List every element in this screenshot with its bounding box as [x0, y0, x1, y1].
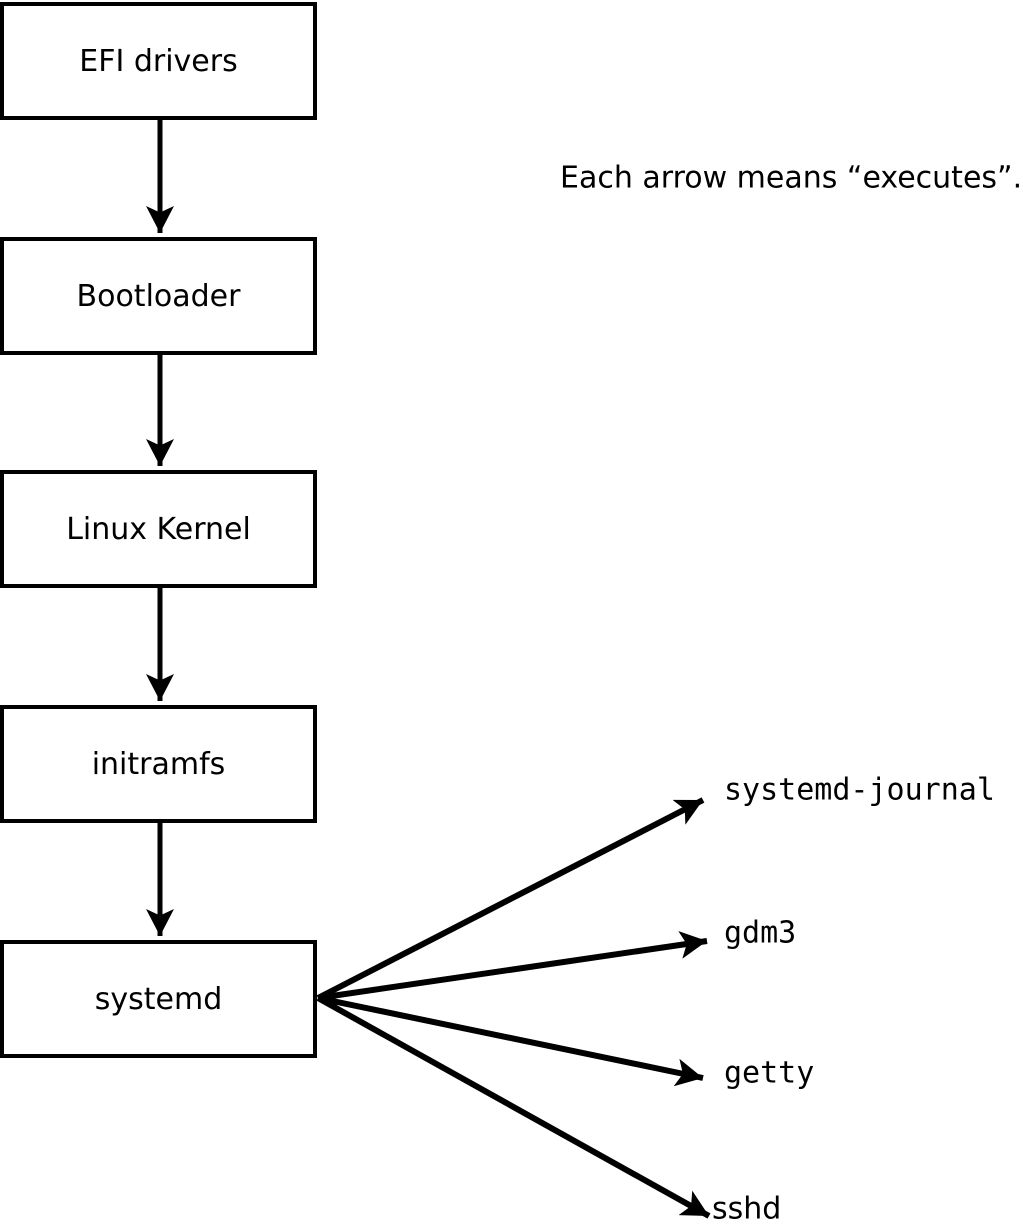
node-linux-kernel-label: Linux Kernel — [66, 511, 251, 547]
arrow-systemd-to-sshd — [316, 995, 711, 1219]
node-linux-kernel: Linux Kernel — [0, 470, 317, 588]
label-getty: getty — [724, 1055, 815, 1091]
node-initramfs-label: initramfs — [91, 746, 226, 782]
node-initramfs: initramfs — [0, 705, 317, 823]
label-systemd-journal: systemd-journal — [724, 772, 995, 808]
arrow-systemd-to-getty — [317, 995, 704, 1087]
arrow-systemd-to-gdm3 — [317, 931, 708, 1001]
label-gdm3: gdm3 — [724, 915, 797, 951]
node-bootloader: Bootloader — [0, 237, 317, 355]
node-systemd-label: systemd — [94, 981, 223, 1017]
arrow-systemd-to-journal — [316, 797, 705, 1001]
node-bootloader-label: Bootloader — [76, 278, 241, 314]
node-efi-drivers: EFI drivers — [0, 2, 317, 120]
legend-note: Each arrow means “executes”. — [560, 160, 1023, 196]
node-systemd: systemd — [0, 940, 317, 1058]
label-sshd: sshd — [712, 1191, 782, 1227]
node-efi-drivers-label: EFI drivers — [79, 43, 238, 79]
